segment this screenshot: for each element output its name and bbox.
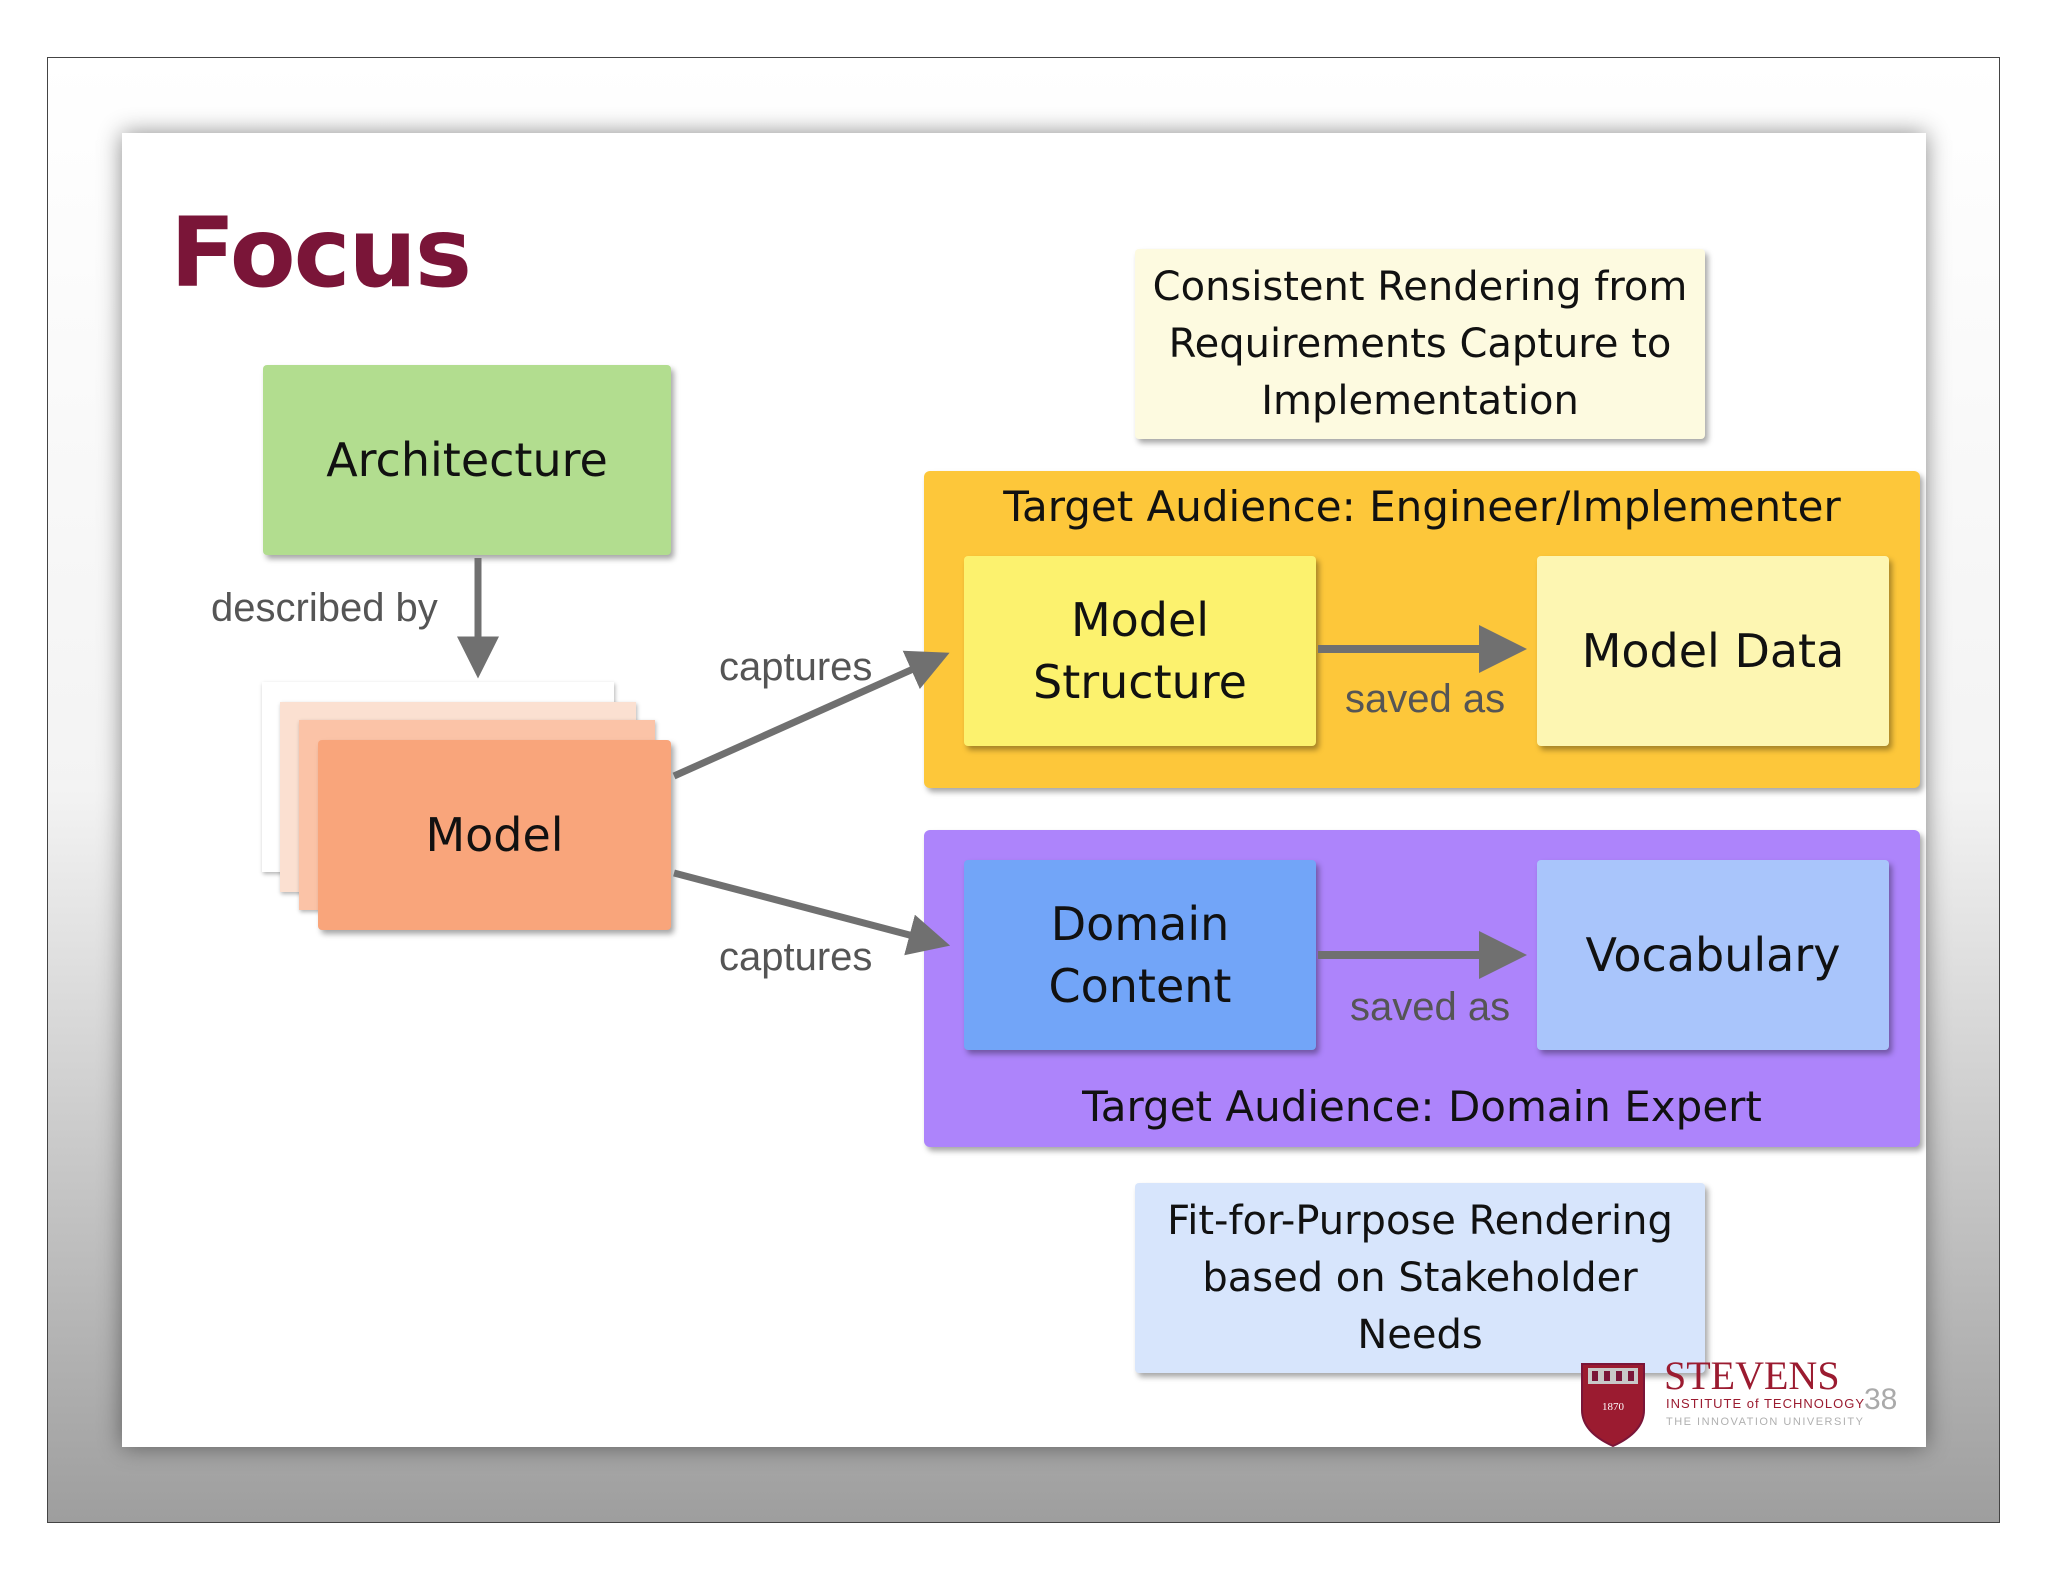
domain-content-box: Domain Content	[964, 860, 1316, 1050]
model-data-label: Model Data	[1581, 624, 1845, 678]
logo-name: STEVENS	[1664, 1353, 1840, 1398]
bottom-note: Fit-for-Purpose Rendering based on Stake…	[1135, 1183, 1705, 1373]
captures-content-arrow	[673, 869, 951, 956]
vocabulary-label: Vocabulary	[1585, 928, 1841, 982]
top-note-line-3: Implementation	[1261, 377, 1579, 424]
model-structure-box: Model Structure	[964, 556, 1316, 746]
logo-subtitle: INSTITUTE of TECHNOLOGY	[1666, 1396, 1866, 1411]
architecture-label: Architecture	[326, 433, 608, 487]
logo-year: 1870	[1602, 1401, 1625, 1413]
vocabulary-box: Vocabulary	[1537, 860, 1889, 1050]
model-label: Model	[425, 808, 564, 862]
captures-top-label: captures	[719, 645, 873, 689]
architecture-box: Architecture	[263, 365, 671, 555]
domain-content-line-2: Content	[1048, 959, 1232, 1013]
page-number: 38	[1864, 1383, 1898, 1416]
stevens-logo: 1870 STEVENS INSTITUTE of TECHNOLOGY THE…	[1578, 1353, 1898, 1448]
domain-content-line-1: Domain	[1050, 897, 1230, 951]
bottom-note-line-1: Fit-for-Purpose Rendering	[1167, 1197, 1673, 1244]
top-note-line-2: Requirements Capture to	[1168, 320, 1672, 367]
slide-title: Focus	[170, 197, 472, 309]
domain-audience-label: Target Audience: Domain Expert	[1082, 1082, 1762, 1131]
model-structure-line-1: Model	[1070, 593, 1210, 647]
model-data-box: Model Data	[1537, 556, 1889, 746]
engineer-audience-label: Target Audience: Engineer/Implementer	[1003, 482, 1841, 531]
logo-tagline: THE INNOVATION UNIVERSITY	[1666, 1416, 1865, 1428]
saved-as-top-label: saved as	[1345, 677, 1506, 721]
top-note: Consistent Rendering from Requirements C…	[1135, 249, 1705, 439]
bottom-note-line-3: Needs	[1357, 1311, 1483, 1358]
captures-bottom-label: captures	[719, 935, 873, 979]
shield-icon: 1870	[1581, 1363, 1645, 1448]
model-box: Model	[318, 740, 671, 930]
top-note-line-1: Consistent Rendering from	[1152, 263, 1688, 310]
model-structure-line-2: Structure	[1033, 655, 1247, 709]
described-by-label: described by	[211, 586, 438, 630]
bottom-note-line-2: based on Stakeholder	[1202, 1254, 1638, 1301]
saved-as-bottom-label: saved as	[1350, 985, 1511, 1029]
captures-structure-arrow	[672, 650, 950, 780]
